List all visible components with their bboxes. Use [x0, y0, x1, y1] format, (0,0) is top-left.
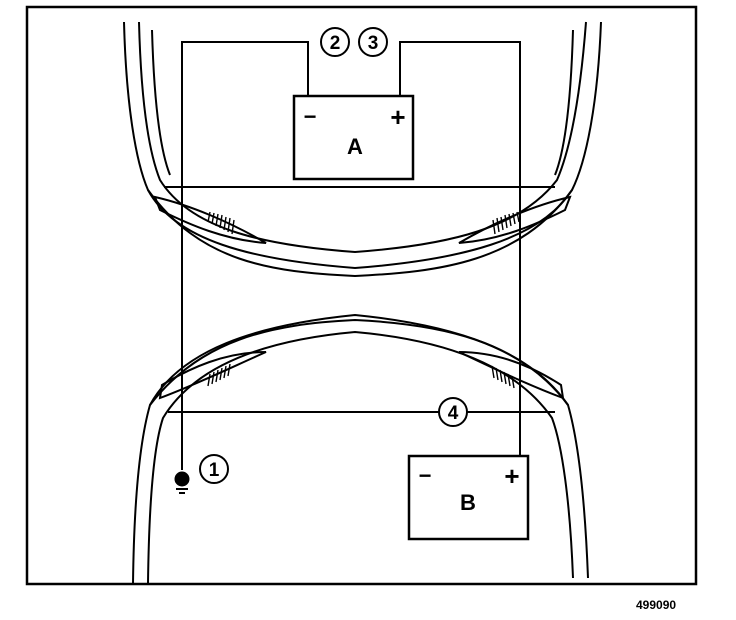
- battery-a-plus: +: [390, 102, 405, 132]
- battery-a-minus: −: [304, 104, 317, 129]
- callout-3: 3: [358, 27, 388, 57]
- callout-1: 1: [199, 454, 229, 484]
- ground-icon: [174, 471, 190, 494]
- battery-b: − + B: [407, 454, 530, 541]
- battery-b-minus: −: [419, 463, 432, 488]
- battery-b-label: B: [460, 490, 476, 515]
- positive-cable: [399, 41, 521, 456]
- figure-code: 499090: [636, 598, 677, 612]
- battery-a: − + A: [292, 94, 415, 181]
- callout-2: 2: [320, 27, 350, 57]
- vehicle-a-headlight-hatch: [207, 211, 520, 235]
- vehicle-b-outline: [132, 313, 589, 585]
- jumper-cables: [181, 41, 521, 470]
- vehicle-a-outline: [123, 21, 602, 278]
- callout-4: 4: [438, 397, 468, 427]
- vehicle-b-headlight-hatch: [207, 363, 515, 389]
- svg-text:4: 4: [448, 403, 459, 424]
- svg-text:3: 3: [368, 33, 379, 54]
- svg-text:1: 1: [209, 460, 220, 481]
- battery-b-plus: +: [504, 461, 519, 491]
- battery-a-label: A: [347, 134, 363, 159]
- negative-cable: [181, 41, 309, 470]
- diagram-frame: [25, 5, 698, 586]
- svg-text:2: 2: [330, 33, 341, 54]
